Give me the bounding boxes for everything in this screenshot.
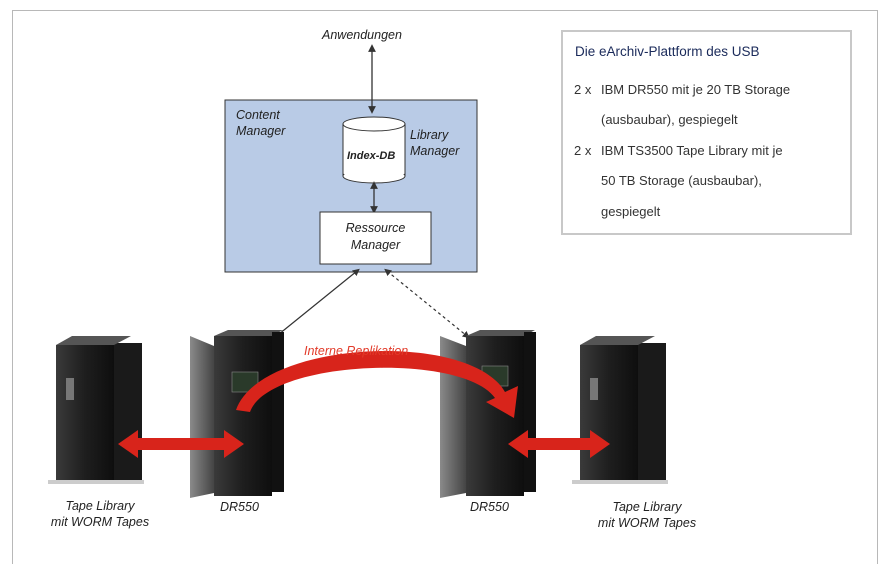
label-ressource-manager: Manager	[350, 238, 401, 252]
info-box: Die eArchiv-Plattform des USB 2 x IBM DR…	[561, 30, 852, 235]
label-tape-left-worm: mit WORM Tapes	[50, 515, 150, 529]
info-item1-line2: (ausbaubar), gespiegelt	[601, 112, 738, 127]
index-db-cylinder	[342, 116, 406, 184]
info-item2-line1: IBM TS3500 Tape Library mit je	[601, 143, 783, 158]
label-dr550-left: DR550	[220, 500, 259, 514]
label-tape-left: Tape Library	[65, 499, 135, 513]
label-ressource: Ressource	[345, 221, 406, 235]
dr550-left-icon	[190, 330, 284, 498]
dr550-right-icon	[440, 330, 536, 498]
info-item2-line3: gespiegelt	[601, 204, 661, 219]
ressource-manager-box	[319, 211, 432, 265]
replication-arrow	[236, 350, 518, 418]
tape-library-left-icon	[48, 336, 144, 484]
info-item2-count: 2 x	[574, 143, 592, 158]
label-library-manager: Manager	[410, 144, 460, 158]
label-tape-right-worm: mit WORM Tapes	[597, 516, 697, 530]
info-box-title: Die eArchiv-Plattform des USB	[575, 44, 760, 59]
label-tape-right: Tape Library	[612, 500, 682, 514]
label-hsm-right: HSM	[540, 424, 569, 439]
tape-library-right-icon	[572, 336, 668, 484]
info-item1-line1: IBM DR550 mit je 20 TB Storage	[601, 82, 791, 97]
label-dr550-right: DR550	[470, 500, 509, 514]
label-interne-replikation: Interne Replikation	[304, 344, 409, 358]
link-dr550-left	[265, 268, 360, 346]
info-item2-line2: 50 TB Storage (ausbaubar),	[601, 173, 762, 188]
figure-frame	[12, 10, 878, 564]
link-dr550-right	[384, 268, 470, 339]
label-content: Content	[236, 108, 280, 122]
label-hsm-left: HSM	[154, 424, 183, 439]
hsm-arrow-left	[118, 430, 244, 458]
label-library: Library	[410, 128, 449, 142]
label-index-db: Index-DB	[347, 150, 396, 162]
info-item1-count: 2 x	[574, 82, 592, 97]
label-content-manager: Manager	[236, 124, 286, 138]
hsm-arrow-right	[508, 430, 610, 458]
label-anwendungen: Anwendungen	[322, 28, 402, 42]
